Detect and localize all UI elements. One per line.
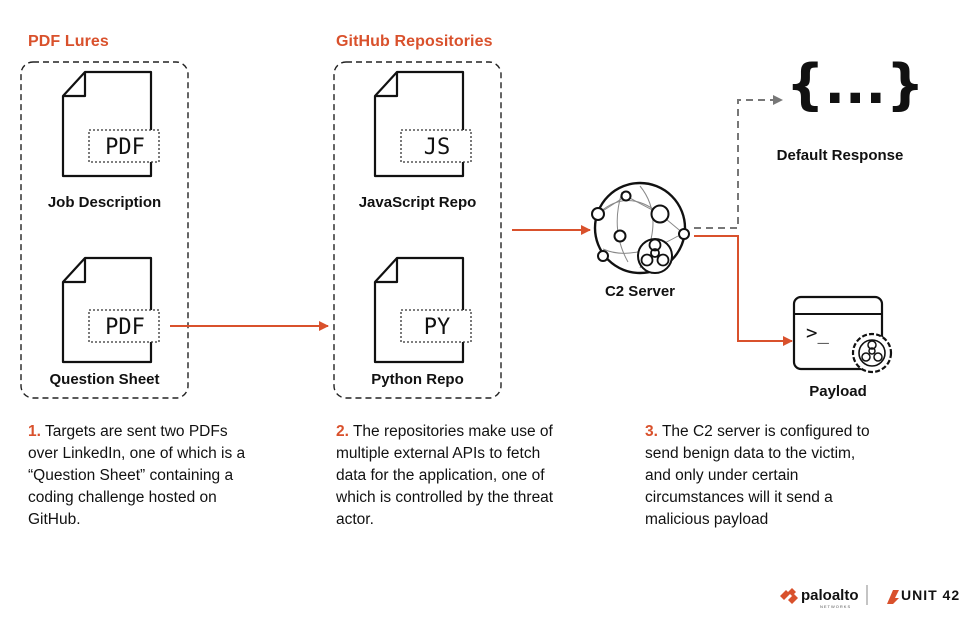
paloalto-networks-subtext: NETWORKS xyxy=(820,604,852,609)
payload-terminal-icon xyxy=(792,295,893,374)
biohazard-badge-icon xyxy=(637,238,673,274)
c2-server-label: C2 Server xyxy=(604,283,676,300)
question-sheet-label: Question Sheet xyxy=(49,371,160,388)
github-repositories-title: GitHub Repositories xyxy=(336,33,493,50)
unit42-wordmark: UNIT 42 xyxy=(901,587,961,603)
pdf-document-icon xyxy=(61,70,160,178)
step-2-description: 2. The repositories make use of multiple… xyxy=(336,421,566,531)
py-badge: PY xyxy=(423,314,451,340)
step-1-description: 1. Targets are sent two PDFs over Linked… xyxy=(28,421,253,531)
pdf-lures-group xyxy=(20,61,189,399)
default-response-label: Default Response xyxy=(776,147,904,164)
gear-biohazard-icon xyxy=(851,332,893,374)
c2-server-globe-icon xyxy=(591,181,690,275)
py-document-icon xyxy=(373,256,472,364)
python-repo-label: Python Repo xyxy=(371,371,464,388)
paloalto-logo-icon xyxy=(780,588,798,604)
step-text: Targets are sent two PDFs over LinkedIn,… xyxy=(28,423,246,528)
step-3-description: 3. The C2 server is configured to send b… xyxy=(645,421,880,531)
step-number: 3. xyxy=(645,423,658,440)
github-repos-group xyxy=(333,61,502,399)
js-badge: JS xyxy=(423,134,451,160)
paloalto-wordmark: paloalto xyxy=(801,587,859,604)
pdf-document-icon xyxy=(61,256,160,364)
payload-label: Payload xyxy=(809,383,867,400)
arrow-to-default-response xyxy=(694,95,783,229)
step-text: The C2 server is configured to send beni… xyxy=(645,423,870,528)
terminal-prompt: >_ xyxy=(806,322,829,344)
js-document-icon xyxy=(373,70,472,178)
unit42-logo-icon xyxy=(887,590,899,604)
pdf-badge: PDF xyxy=(105,314,145,340)
job-description-label: Job Description xyxy=(47,194,162,211)
arrow-to-payload xyxy=(694,235,793,346)
javascript-repo-label: JavaScript Repo xyxy=(358,194,477,211)
pdf-badge: PDF xyxy=(105,134,145,160)
step-text: The repositories make use of multiple ex… xyxy=(336,423,554,528)
pdf-lures-title: PDF Lures xyxy=(28,33,109,50)
json-braces-icon: {...} xyxy=(786,53,925,116)
step-number: 2. xyxy=(336,423,349,440)
step-number: 1. xyxy=(28,423,41,440)
